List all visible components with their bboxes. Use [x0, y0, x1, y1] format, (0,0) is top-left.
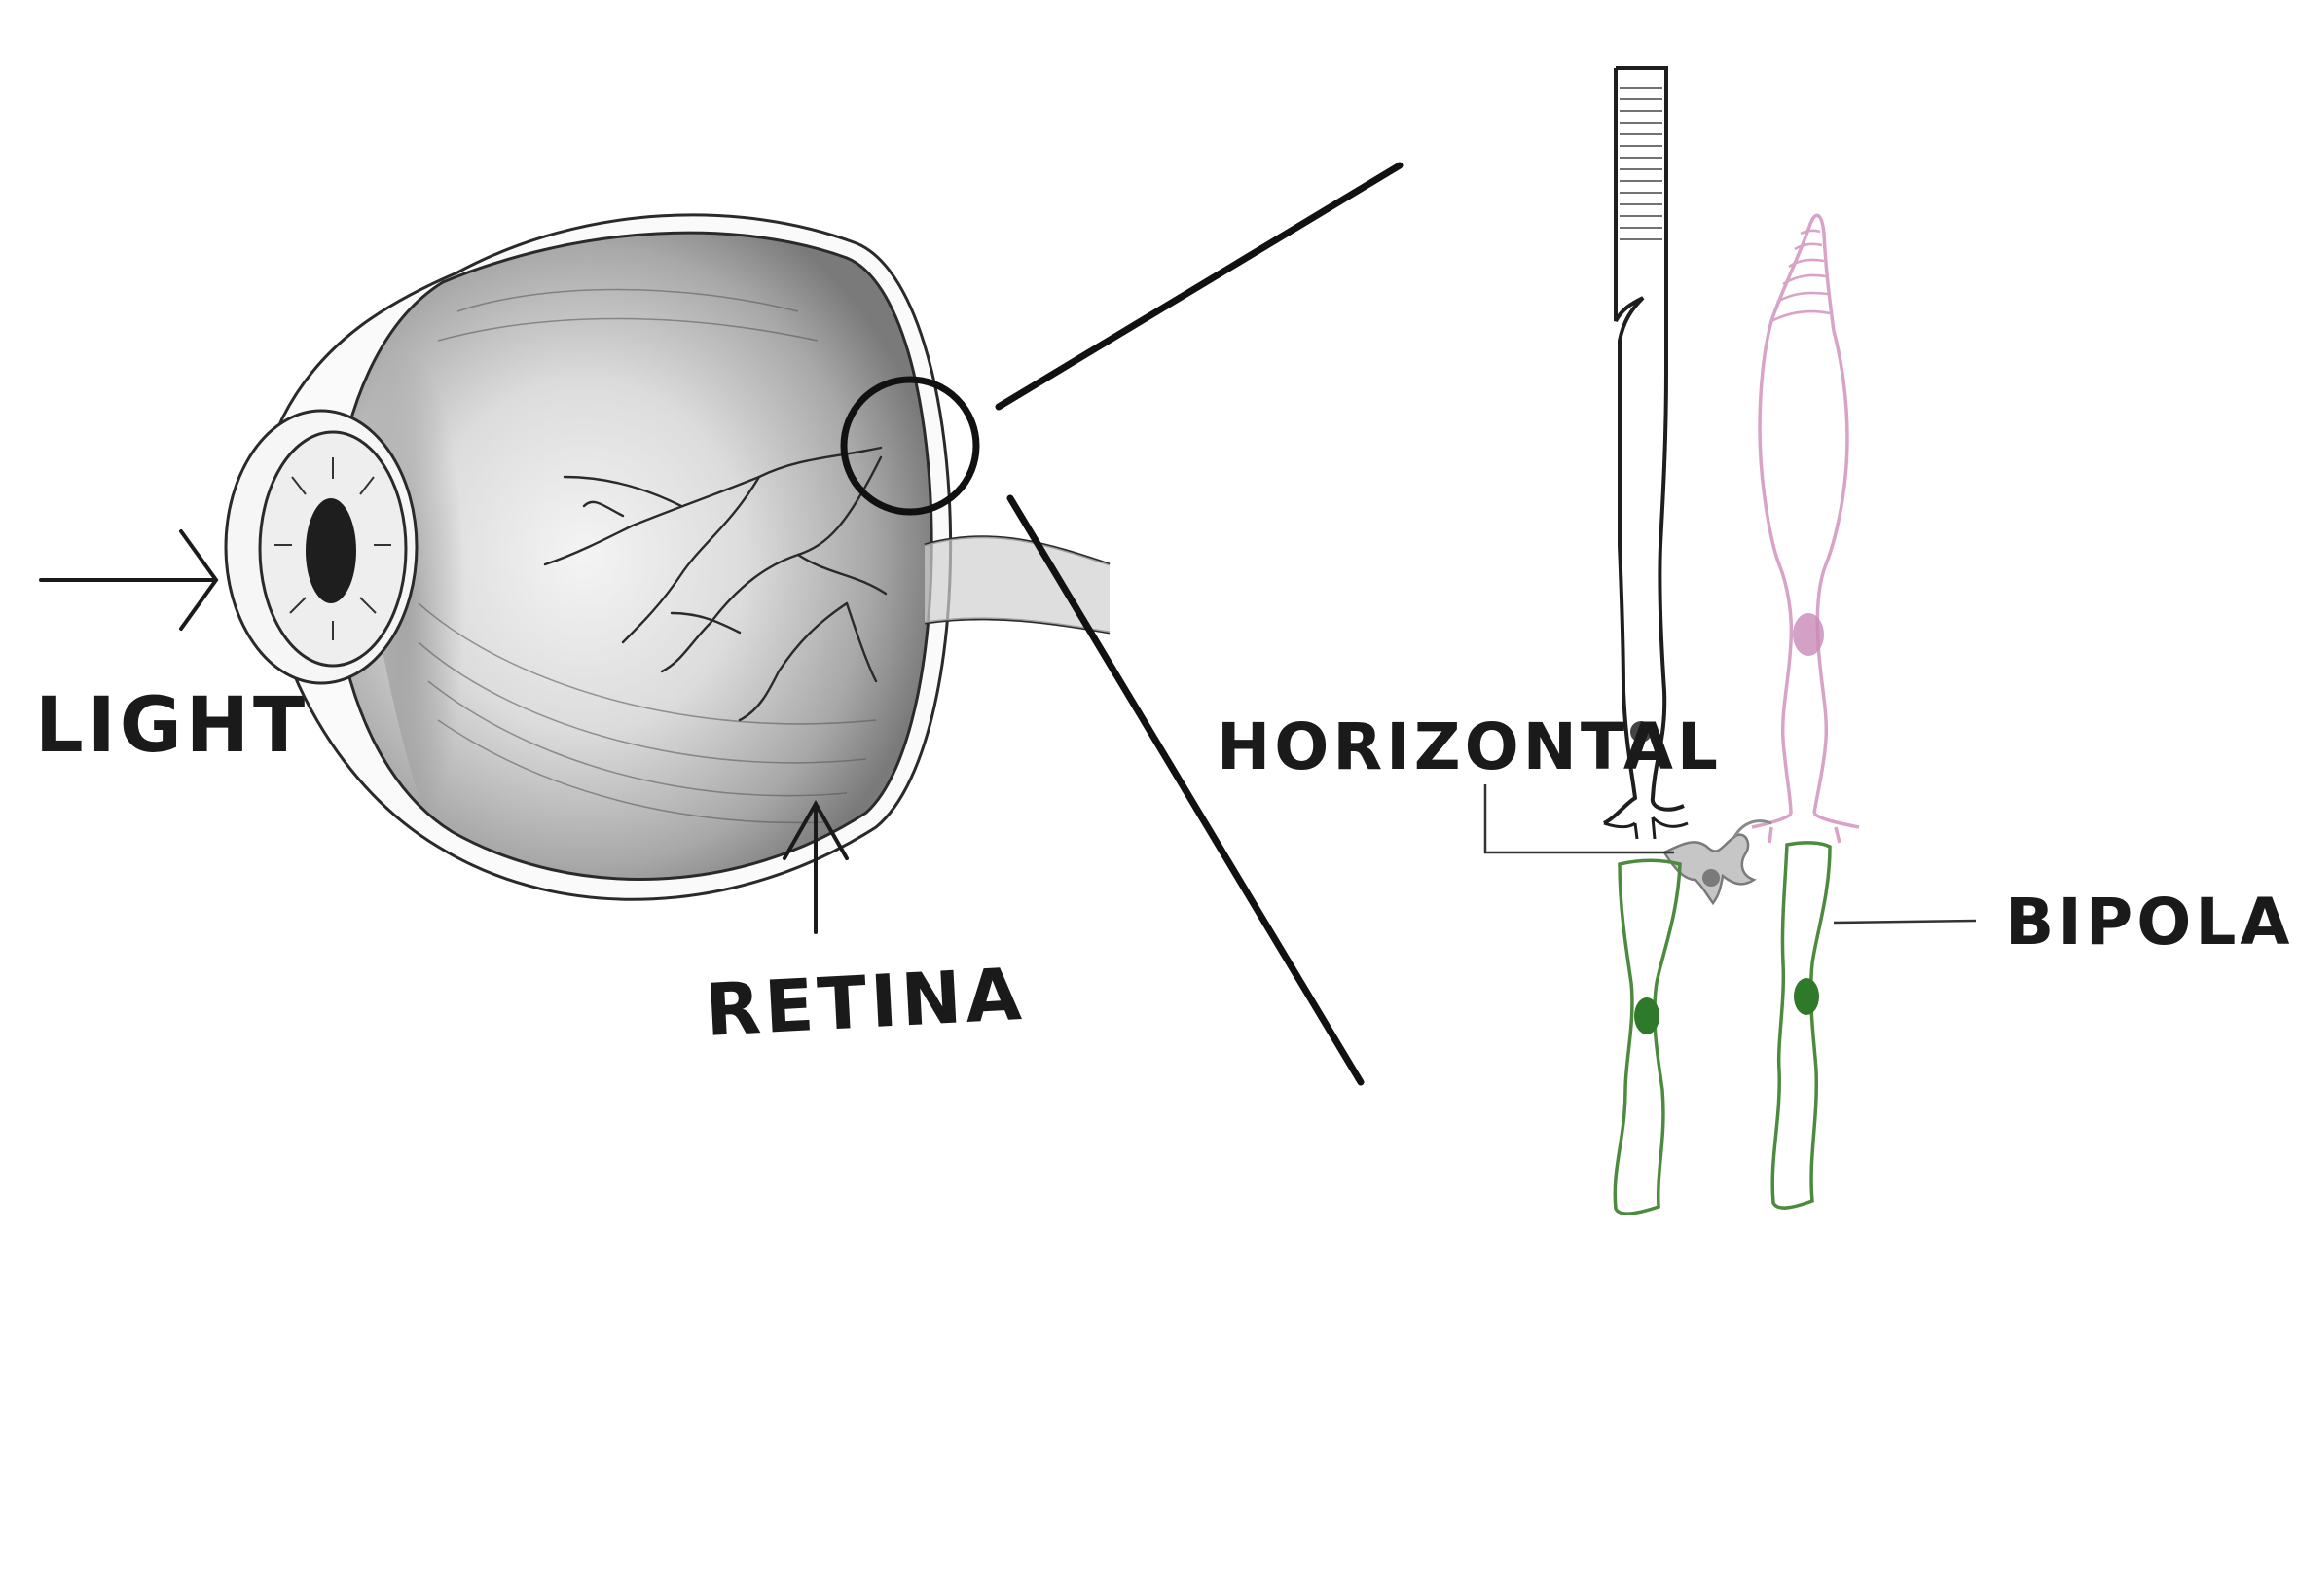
bipolar-cell-right — [1770, 841, 1832, 1210]
light-label: LIGHT — [35, 682, 309, 770]
light-arrow — [39, 529, 219, 631]
bipolar-label: BIPOLAR — [2005, 885, 2297, 960]
horizontal-cell — [1662, 819, 1772, 906]
rod-outer-segment — [1603, 66, 1685, 825]
bipolar-left-nucleus — [1634, 998, 1659, 1034]
horizontal-label: HORIZONTAL — [1217, 709, 1722, 784]
horizontal-cell-nucleus — [1702, 869, 1720, 887]
bipolar-right-nucleus — [1794, 978, 1819, 1015]
eye-pupil — [306, 498, 356, 603]
zoom-line-top — [995, 162, 1404, 411]
bipolar-cell-left — [1613, 858, 1682, 1215]
cone-cell — [1751, 213, 1860, 844]
retina-label: RETINA — [703, 953, 1027, 1053]
eyeball — [224, 213, 1111, 901]
bipolar-leader-line — [1833, 919, 1977, 925]
cone-nucleus — [1793, 613, 1824, 656]
cone-outer-segment — [1769, 213, 1836, 332]
retina-arrow — [783, 799, 849, 934]
cone-inner-segment — [1758, 320, 1849, 815]
zoom-line-bottom — [1006, 494, 1365, 1086]
magnifier-circle — [840, 376, 980, 516]
rod-nucleus — [1630, 721, 1652, 743]
horizontal-leader-line — [1483, 784, 1674, 854]
rod-cell — [1603, 66, 1689, 840]
retinal-blood-vessels — [543, 446, 888, 722]
